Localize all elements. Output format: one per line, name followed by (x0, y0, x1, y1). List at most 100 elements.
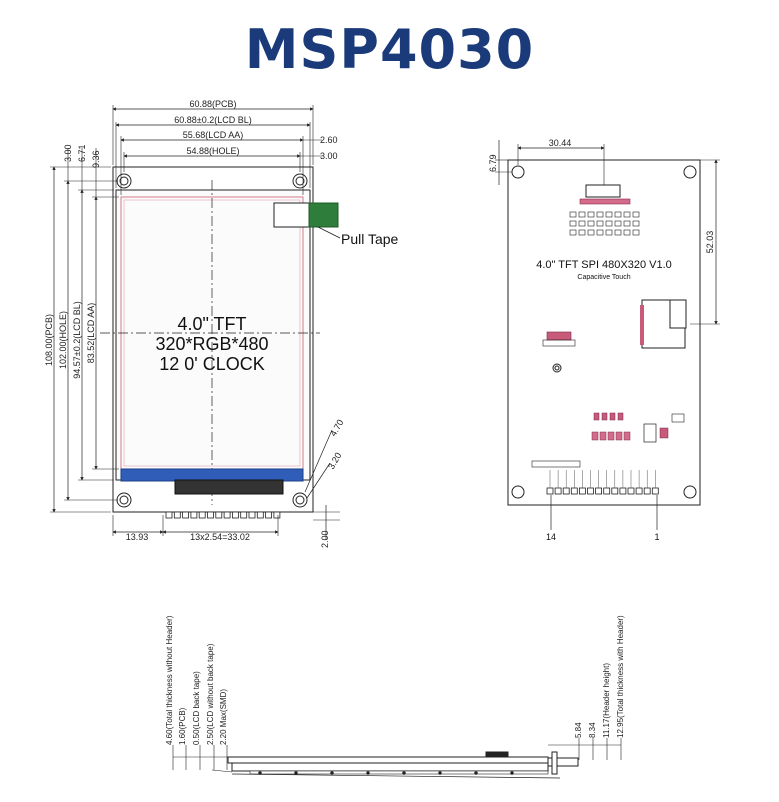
back-header-pin (627, 487, 635, 495)
dim-right-offset-2: 3.00 (320, 151, 338, 161)
back-smd-pad (587, 229, 595, 236)
back-regulator (643, 423, 657, 443)
side-dot (294, 771, 298, 775)
dim-right-offset-1: 2.60 (320, 135, 338, 145)
back-capacitor (607, 431, 615, 441)
back-header-pin (635, 487, 643, 495)
back-test-pad (552, 363, 562, 373)
side-dot (510, 771, 514, 775)
back-smd-pad (614, 220, 622, 227)
header-pins (165, 511, 281, 519)
dim-lcd-bl-height: 94.57±0.2(LCD BL) (72, 301, 82, 378)
side-dot (330, 771, 334, 775)
back-diode (659, 427, 669, 439)
back-smd-pad (569, 220, 577, 227)
mounting-hole-tr (292, 173, 308, 189)
side-lcd-layer (231, 762, 549, 772)
board-silk-title: 4.0" TFT SPI 480X320 V1.0 (536, 259, 672, 271)
header-pin (173, 511, 181, 519)
side-view (172, 738, 622, 779)
back-smd-pad (623, 211, 631, 218)
back-capacitor (623, 431, 631, 441)
back-smd-pad (605, 220, 613, 227)
screen-label-resolution: 320*RGB*480 (155, 334, 268, 354)
back-smd-pad (623, 220, 631, 227)
dim-lcd-bl-width: 60.88±0.2(LCD BL) (174, 115, 251, 125)
back-dim-width: 30.44 (549, 138, 572, 148)
side-label-left-5: 2.20 Max(SMD) (219, 689, 228, 745)
back-component-left (546, 331, 572, 341)
dim-hole-dia-2: 3.20 (326, 451, 343, 471)
side-label-right-3: 11.17(Header height) (602, 663, 611, 738)
back-header-pin (595, 487, 602, 495)
mounting-hole-br (292, 492, 308, 508)
pull-tape (308, 202, 339, 228)
back-header-pins (546, 470, 659, 495)
back-smd-pad (578, 211, 586, 218)
dim-pcb-width: 60.88(PCB) (189, 99, 236, 109)
dim-top-offset-1: 3.00 (63, 144, 73, 162)
pin-label-1: 1 (654, 532, 659, 542)
dim-lcd-aa-width: 55.68(LCD AA) (183, 130, 244, 140)
header-pin (231, 511, 239, 519)
header-pin (240, 511, 248, 519)
back-smd-pad (632, 220, 640, 227)
back-resistor (609, 412, 616, 421)
side-label-left-2: 1.60(PCB) (178, 707, 187, 745)
header-pin (248, 511, 256, 519)
back-header-pin (570, 487, 578, 495)
back-capacitor (615, 431, 623, 441)
back-smd-pad (587, 211, 595, 218)
back-jumper (671, 413, 685, 423)
back-header-pin (651, 487, 659, 495)
back-smd-pad (632, 211, 640, 218)
dim-header-pitch: 13x2.54=33.02 (190, 532, 250, 542)
front-view (50, 105, 341, 540)
header-pin (256, 511, 264, 519)
side-label-right-1: 5.84 (574, 722, 583, 738)
dim-top-offset-3: 9.36 (91, 150, 101, 168)
back-header-pin (554, 487, 562, 495)
side-label-left-4: 2.50(LCD without back tape) (206, 643, 215, 745)
back-header-pin (611, 487, 619, 495)
dim-lcd-aa-height: 83.52(LCD AA) (86, 303, 96, 364)
header-pin (198, 511, 206, 519)
back-ic-grid (569, 211, 640, 236)
back-header-pin (562, 487, 570, 495)
back-pcb-outline (507, 159, 701, 506)
back-header-pin (603, 487, 611, 495)
dim-pcb-height: 108.00(PCB) (44, 314, 54, 366)
screen-label-orientation: 12 0' CLOCK (159, 354, 265, 374)
back-view (495, 140, 720, 530)
back-smd-pad (578, 220, 586, 227)
dim-bottom-left: 13.93 (126, 532, 149, 542)
side-dot (258, 771, 262, 775)
back-smd-pad (596, 211, 604, 218)
back-dim-height: 52.03 (705, 231, 715, 254)
back-resistor (617, 412, 624, 421)
dim-hole-width: 54.88(HOLE) (186, 146, 239, 156)
bottom-connector (174, 479, 284, 495)
side-label-right-2: 8.34 (588, 722, 597, 738)
board-silk-subtitle: Capacitive Touch (577, 274, 630, 281)
side-component-dots (258, 771, 514, 775)
header-pin (215, 511, 223, 519)
header-pin (265, 511, 273, 519)
back-capacitor (591, 431, 599, 441)
back-smd-pad (596, 220, 604, 227)
page-title: MSP4030 (244, 18, 535, 81)
side-dot (438, 771, 442, 775)
header-pin (207, 511, 214, 519)
screen-label-size: 4.0" TFT (177, 314, 246, 334)
lcd-backlight-outline (115, 189, 311, 481)
dim-hole-dia-1: 4.70 (328, 418, 345, 438)
back-fpc-connector (585, 184, 621, 198)
header-pin (273, 511, 281, 519)
back-smd-pad (569, 211, 577, 218)
header-pin (165, 511, 173, 519)
side-dot (474, 771, 478, 775)
side-smd-parts (485, 751, 509, 758)
back-smd-pad (623, 229, 631, 236)
side-pcb-layer (227, 756, 549, 764)
back-smd-pad (605, 211, 613, 218)
